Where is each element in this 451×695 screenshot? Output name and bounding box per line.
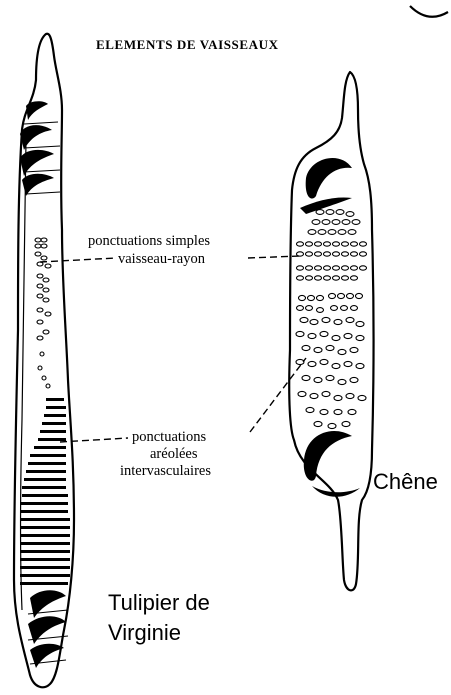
oak-species-label: Chêne — [373, 469, 438, 494]
oak-pits — [296, 210, 367, 429]
tulip-vessel-element-icon — [14, 34, 74, 688]
tulip-bordered-pits — [20, 398, 70, 585]
tulip-simple-pits — [35, 238, 51, 388]
bordered-pits-label-line3: intervasculaires — [120, 463, 211, 479]
figure-title: ELEMENTS DE VAISSEAUX — [96, 37, 279, 52]
simple-pits-label-line2: vaisseau-rayon — [118, 251, 206, 267]
oak-vessel-element-icon — [289, 72, 373, 590]
tulip-species-label-line1: Tulipier de — [108, 590, 210, 615]
bordered-pits-label-line1: ponctuations — [132, 429, 206, 445]
tulip-species-label-line2: Virginie — [108, 620, 181, 645]
corner-arc — [410, 6, 448, 17]
bordered-pits-label-line2: aréolées — [150, 446, 198, 462]
simple-pits-leader-right — [248, 256, 300, 258]
simple-pits-leader-left — [40, 258, 116, 262]
bordered-pits-leader-left — [60, 438, 128, 442]
simple-pits-label-line1: ponctuations simples — [88, 233, 210, 249]
